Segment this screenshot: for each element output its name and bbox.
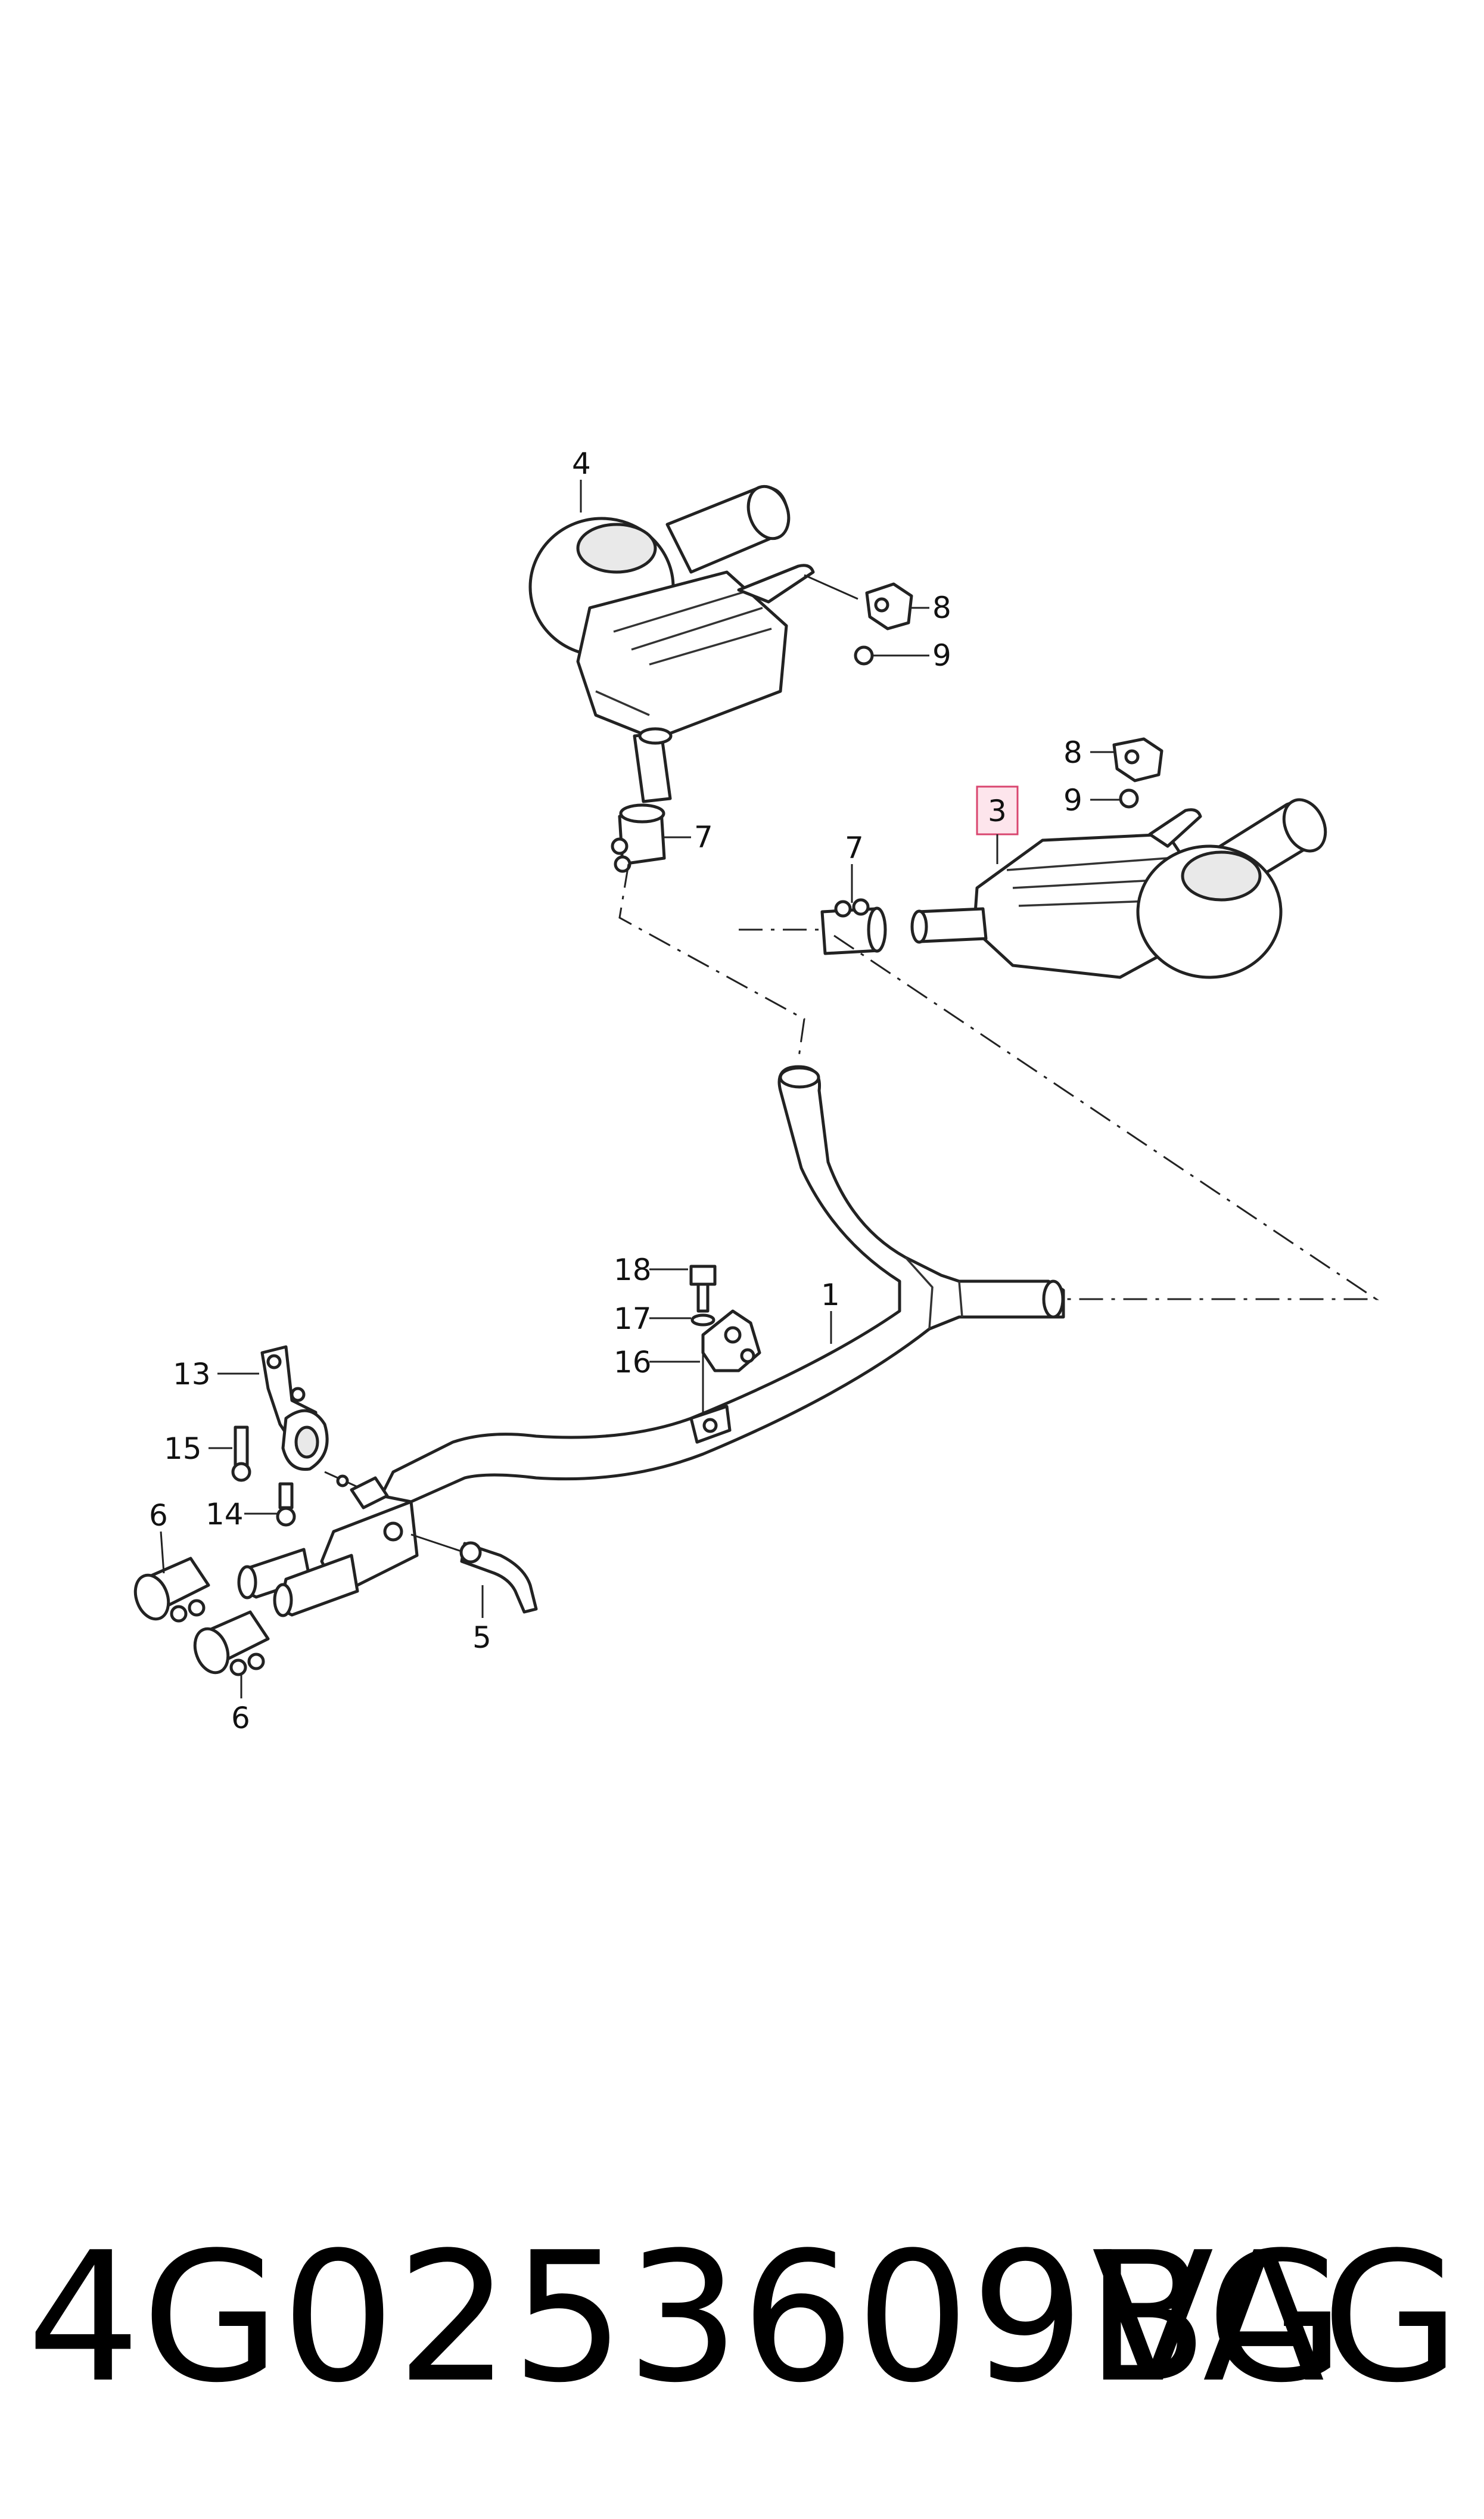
exhaust-sensor: [410, 1533, 538, 1618]
front-clamp-upper: [133, 1531, 210, 1623]
front-clamp-lower: [193, 1610, 270, 1698]
callout-18[interactable]: 18: [614, 1253, 652, 1287]
hanger-bracket-lower: [1090, 737, 1163, 809]
main-exhaust-pipe: [379, 1065, 1065, 1504]
callout-17[interactable]: 17: [614, 1302, 652, 1336]
callout-7-upper[interactable]: 7: [694, 820, 713, 855]
brand-label: VAG: [1091, 2214, 1460, 2422]
callout-7-lower[interactable]: 7: [845, 831, 864, 865]
callout-6-upper[interactable]: 6: [149, 1498, 168, 1533]
callout-5[interactable]: 5: [472, 1620, 491, 1655]
callout-8-upper[interactable]: 8: [932, 591, 951, 625]
callout-13[interactable]: 13: [173, 1357, 211, 1391]
hanger-bracket-upper: [854, 582, 929, 666]
callout-14[interactable]: 14: [206, 1497, 244, 1532]
callout-4[interactable]: 4: [572, 446, 591, 481]
callout-6-lower[interactable]: 6: [231, 1701, 250, 1735]
center-hanger-assembly: [649, 1265, 761, 1412]
callout-8-lower[interactable]: 8: [1063, 735, 1082, 770]
callout-3[interactable]: 3: [988, 794, 1007, 828]
callout-16[interactable]: 16: [614, 1345, 652, 1380]
callout-9-upper[interactable]: 9: [932, 638, 951, 673]
clamp-lower: [820, 864, 887, 955]
part-number: 4G0253609BG: [27, 2214, 1346, 2422]
clamp-upper: [611, 803, 691, 873]
selected-part-highlight: [976, 785, 1019, 835]
front-hanger-assembly: [209, 1345, 358, 1527]
callout-1[interactable]: 1: [821, 1278, 840, 1312]
right-rear-silencer: [910, 785, 1327, 979]
callout-9-lower[interactable]: 9: [1063, 783, 1082, 818]
assembly-lines: [618, 864, 1379, 1300]
front-twin-inlets: [237, 1476, 419, 1617]
left-rear-silencer: [528, 484, 858, 803]
callout-15[interactable]: 15: [164, 1431, 202, 1466]
